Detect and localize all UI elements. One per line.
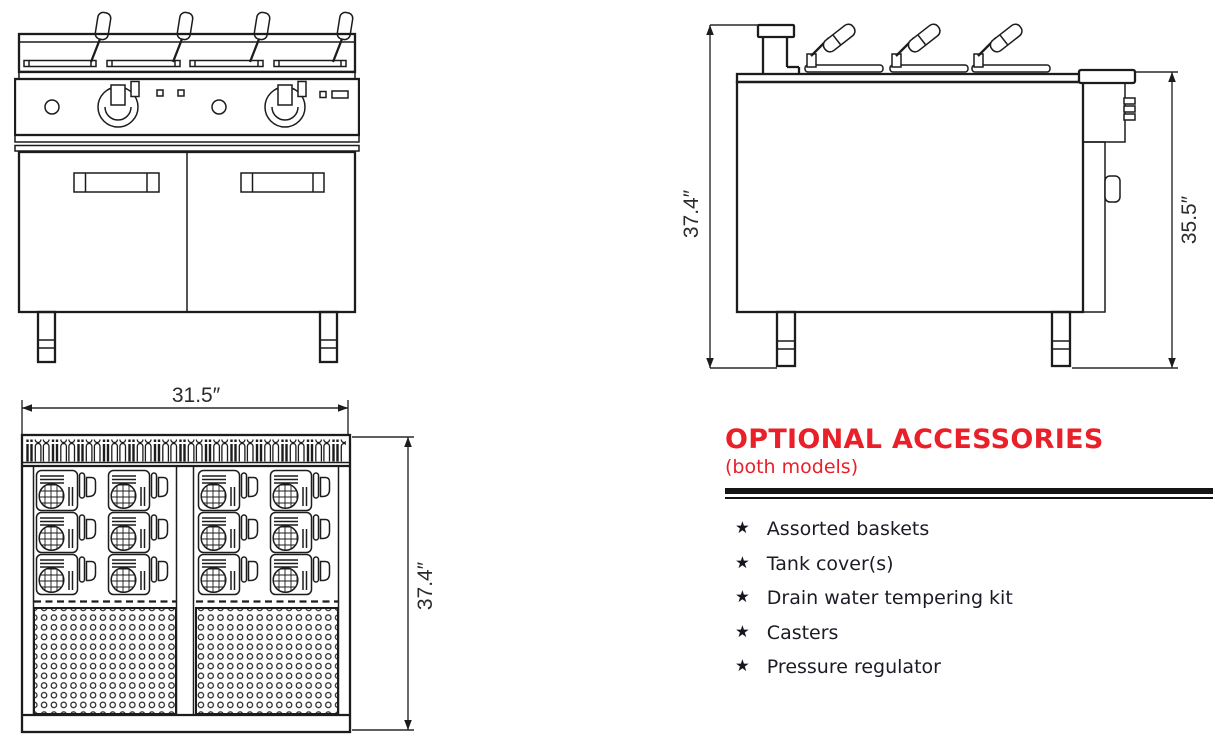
dimension-worktop-height: 35.5″ [1072,71,1201,369]
flue-chimney [756,23,801,74]
perforated-drainboard [33,607,177,715]
list-item-label: Pressure regulator [766,656,941,679]
basket-icon [269,469,331,512]
optional-accessories-panel: OPTIONAL ACCESSORIES (both models) ★ Ass… [725,424,1213,691]
list-item: ★ Tank cover(s) [735,553,1213,575]
divider-rule [725,488,1213,500]
basket-grid-right [197,469,331,596]
indicator-light-icon [297,80,307,98]
basket-icon [35,511,97,554]
accessories-subtitle: (both models) [725,455,859,478]
control-knob-icon [97,84,139,128]
body-outline [20,433,352,734]
dimension-label: 37.4″ [414,561,437,610]
list-item-label: Drain water tempering kit [766,587,1013,610]
tank-top-band [17,32,357,80]
accessories-list: ★ Assorted baskets ★ Tank cover(s) ★ Dra… [725,518,1213,678]
basket-handles-side [804,21,1051,73]
dimension-label: 35.5″ [1178,195,1201,244]
louver-grill [22,439,350,468]
star-bullet-icon: ★ [735,518,750,538]
trim-band [14,144,360,152]
control-panel-profile [1077,68,1137,313]
dimension-label: 31.5″ [172,384,221,407]
legs [36,310,339,364]
basket-icon [107,553,169,596]
indicator-light-icon [130,80,140,98]
basket-icon [197,469,259,512]
basket-grid-left [35,469,169,596]
dimension-depth: 37.4″ [352,436,437,731]
door-handle-profile [1104,175,1121,203]
list-item: ★ Pressure regulator [735,656,1213,678]
basket-rims [23,59,347,68]
cabinet-doors [17,150,357,314]
door-handle [240,172,325,193]
rating-plate-icon [331,90,349,99]
pilot-light-icon [211,99,227,115]
pilot-light-icon [44,99,60,115]
list-item: ★ Casters [735,622,1213,644]
body-side [735,80,1085,314]
list-item-label: Tank cover(s) [766,552,894,575]
star-bullet-icon: ★ [735,552,750,572]
accessories-title: OPTIONAL ACCESSORIES [725,424,1104,455]
door-handle [73,172,160,193]
perforated-drainboard [195,607,339,715]
control-panel [14,77,360,137]
star-bullet-icon: ★ [735,621,750,641]
star-bullet-icon: ★ [735,587,750,607]
basket-icon [269,553,331,596]
basket-icon [107,511,169,554]
dimension-label: 37.4″ [680,189,703,238]
list-item: ★ Drain water tempering kit [735,587,1213,609]
list-item-label: Assorted baskets [766,518,930,541]
dimension-width: 31.5″ [21,384,349,434]
trim-band [14,134,360,143]
side-elevation-drawing: 37.4″ 35.5″ [680,21,1201,369]
basket-icon [197,553,259,596]
dimension-overall-height: 37.4″ [680,24,777,369]
list-item-label: Casters [766,621,839,644]
worktop-edge [735,72,1085,84]
star-bullet-icon: ★ [735,656,750,676]
basket-icon [35,469,97,512]
legs [775,310,1072,368]
list-item: ★ Assorted baskets [735,518,1213,540]
basket-icon [197,511,259,554]
top-plan-drawing: 31.5″ [20,384,437,734]
basket-icon [35,553,97,596]
basket-icon [269,511,331,554]
control-knob-icon [264,84,306,128]
basket-handles [89,11,354,63]
front-elevation-drawing [14,11,360,364]
basket-icon [107,469,169,512]
